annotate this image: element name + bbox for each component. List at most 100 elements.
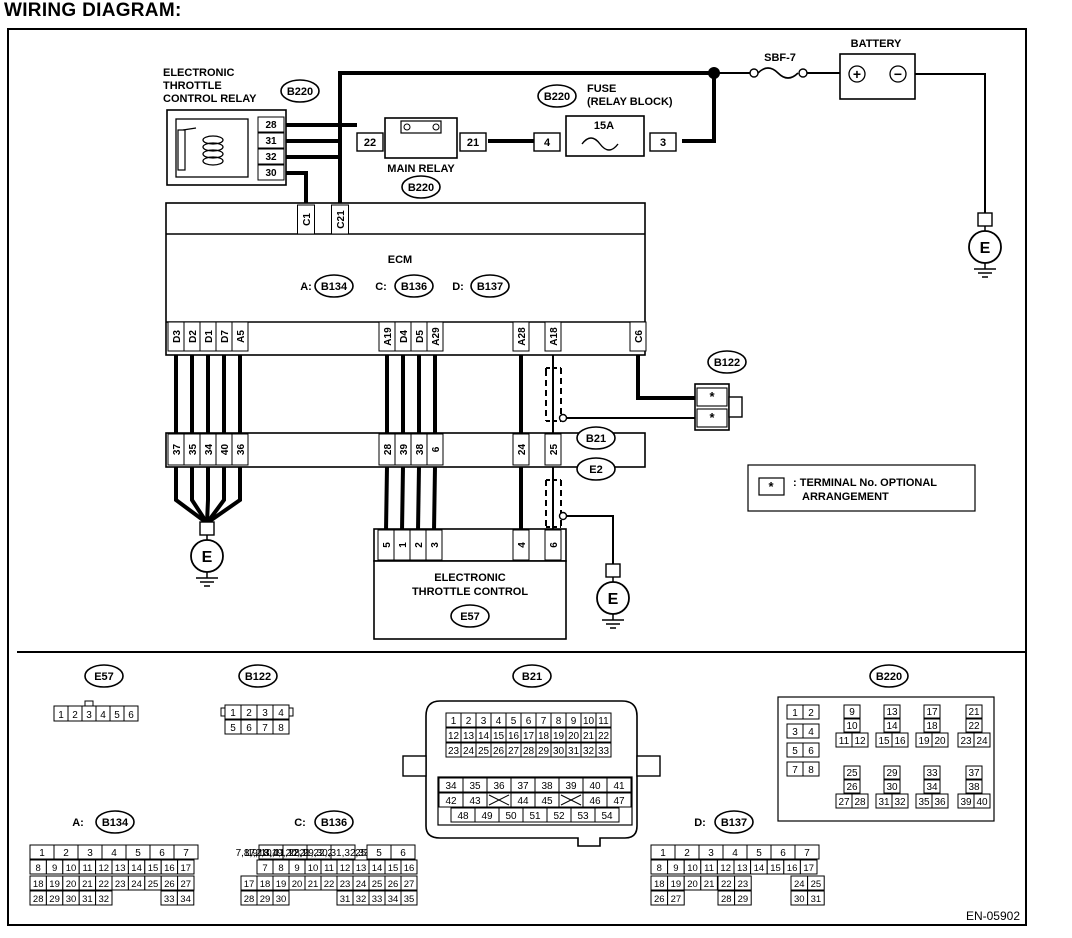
b220-face-cell-label: 39	[960, 797, 972, 808]
b21-face-cell-label: 48	[457, 811, 469, 822]
b220-face-cell-label: 35	[918, 797, 930, 808]
e57-face-cell-label: 5	[114, 710, 120, 721]
b220-face-cell	[965, 704, 983, 719]
sbf-terminal	[798, 68, 808, 78]
shield-junction	[558, 413, 568, 423]
ecm-bottom-pin-label: D5	[415, 330, 426, 343]
b137-face-cell-label: 31	[811, 894, 822, 905]
b220-face-cell-label: 21	[968, 707, 980, 718]
b21-face-cell-label: 19	[553, 731, 565, 742]
ecm-bottom-pin-label: A18	[549, 327, 560, 346]
b134-face-cell-label: 32	[99, 894, 110, 905]
ecm-group-c: C:	[375, 281, 387, 293]
b220-face-cell	[802, 742, 820, 758]
b134-face-cell-label: 3	[87, 848, 93, 859]
e57-face-cell	[123, 705, 139, 722]
b21-pin-label: 40	[220, 444, 231, 456]
b220-face-cell	[891, 793, 909, 809]
b21-face-cell-label: 38	[541, 781, 553, 792]
b220-face-cell	[851, 793, 869, 809]
b134-face-cell-label: 11	[82, 863, 92, 874]
relay-pin-label: 31	[265, 136, 277, 147]
ecm-bottom-pin-label: D4	[399, 330, 410, 343]
b220-face-cell-label: 13	[886, 707, 898, 718]
b21-face-tag	[512, 664, 552, 688]
b220-face-cell-label: 33	[926, 768, 938, 779]
b220-face-cell-label: 30	[886, 782, 898, 793]
b136-face-cell-label: 10	[308, 863, 319, 874]
fuse-rating: 15A	[594, 120, 614, 132]
b220-face-cell-label: 7	[792, 765, 798, 776]
e57-face-cell-label: 6	[128, 710, 134, 721]
relay-coil	[202, 156, 224, 166]
b136-face-cell-label: 33	[372, 894, 383, 905]
b136-face-cell-label: 17,18,19,20,21,22,23,24,25,26,27	[244, 848, 395, 859]
b137-face-cell	[794, 844, 820, 860]
etc-pin	[544, 529, 562, 561]
b21-face-cell-label: 9	[571, 716, 577, 727]
b137-face-cell	[799, 859, 818, 875]
relay-pin	[257, 148, 285, 165]
b136-face-cell-label: 26	[388, 879, 399, 890]
b134-face-cell-label: 24	[131, 879, 142, 890]
b220-face-cell-label: 24	[976, 736, 988, 747]
b134-face-cell-label: 13	[115, 863, 126, 874]
b21-face-cell-label: 28	[523, 746, 535, 757]
b220-face-cell-label: 9	[849, 707, 855, 718]
b21-face-cell-label: 8	[556, 716, 562, 727]
ground-symbol-etc-terminal	[605, 563, 621, 578]
b21-face-cell-label: 4	[496, 716, 502, 727]
shield-junction	[558, 511, 568, 521]
b21-face-cell-label: 49	[481, 811, 493, 822]
b134-face-cell	[176, 890, 195, 906]
b136-face-cell-label: 13	[356, 863, 367, 874]
b21-face-cell-label: 37	[517, 781, 529, 792]
b122-face-cell-label: 5	[230, 723, 236, 734]
b122-pin	[696, 408, 728, 428]
b220-face-cell	[883, 704, 901, 719]
b220-face-cell-label: 12	[854, 736, 866, 747]
etc-pin-label: 4	[517, 542, 528, 548]
b220-face-cell-label: 27	[838, 797, 850, 808]
b21-pin-label: 36	[236, 444, 247, 456]
b21-pin-label: 24	[517, 444, 528, 456]
b136-face-cell-label: 6	[400, 848, 406, 859]
b136-face-cell-label: 7	[262, 863, 267, 874]
b21-face-cell-label: 10	[583, 716, 595, 727]
b220-face-cell	[891, 732, 909, 748]
ecm-top-pin-label: C1	[302, 213, 313, 226]
b137-face-cell-label: 23	[738, 879, 749, 890]
e57-face-tag	[84, 664, 124, 688]
etc-pin-label: 2	[414, 542, 425, 548]
b21-face-cell-label: 24	[463, 746, 475, 757]
b220-face-cell-label: 10	[846, 721, 858, 732]
ecm-bottom-pin	[426, 321, 444, 352]
b220-face-cell-label: 29	[886, 768, 898, 779]
b21-face-cell-label: 27	[508, 746, 520, 757]
b21-face-blank-x	[560, 794, 582, 806]
b21-pin-label: 28	[383, 444, 394, 456]
wire-ground-bundle	[205, 467, 226, 525]
b137-face-cell-label: 10	[687, 863, 698, 874]
b220-face-cell-label: 19	[918, 736, 930, 747]
battery-minus-label: −	[894, 66, 902, 82]
main-relay-label: MAIN RELAY	[387, 163, 455, 175]
e57-face-cell-label: 3	[86, 710, 92, 721]
fuse-body	[565, 115, 645, 157]
fuse-label: FUSE	[587, 83, 616, 95]
ecm-group-a: A:	[300, 281, 312, 293]
b21-face-cell-label: 46	[589, 796, 601, 807]
etc-label: ELECTRONIC	[434, 572, 506, 584]
b136-face-cell	[400, 875, 418, 891]
b134-face-tag-label: B134	[102, 817, 129, 829]
b134-face-cell	[173, 844, 199, 860]
b137-face-cell-label: 3	[708, 848, 714, 859]
b134-tag-ecm	[314, 274, 354, 298]
b122-face-cell-label: 1	[230, 708, 236, 719]
ecm-bottom-pin-label: A28	[517, 327, 528, 346]
ecm-bottom-pin-label: D7	[220, 330, 231, 343]
main-relay-pin-label: 21	[467, 137, 479, 149]
b21-face-cell	[606, 792, 632, 808]
b21-face-cell-label: 47	[613, 796, 625, 807]
